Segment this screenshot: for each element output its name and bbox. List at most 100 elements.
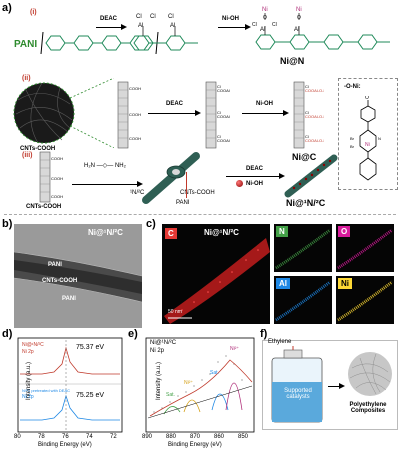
xps-al-peak-ni2: Ni²⁺ xyxy=(230,346,240,352)
svg-text:COOH: COOH xyxy=(51,176,63,181)
al-intermediate-structure: Cl Cl Al Cl Al xyxy=(133,14,198,51)
svg-text:Cl: Cl xyxy=(150,14,156,20)
tem-image xyxy=(14,224,142,328)
xps-al-tick-2: 870 xyxy=(190,434,201,440)
map-main-title: Ni@¹N/²C xyxy=(204,228,239,237)
outer-pani-label: PANI xyxy=(176,200,190,206)
xps-ni-tick-3: 74 xyxy=(86,434,93,440)
map-main-c xyxy=(162,224,270,324)
map-tag-o: O xyxy=(338,226,351,237)
inner-cnt-label: CNTs-COOH xyxy=(180,190,215,196)
arrow-iii-2 xyxy=(226,176,280,177)
arrow-f xyxy=(328,386,340,387)
svg-text:O: O xyxy=(263,15,267,21)
pani-coated-cnt xyxy=(142,152,200,204)
oni-legend-title: -O-Ni: xyxy=(344,84,361,90)
panel-b-label: b) xyxy=(2,218,13,230)
xps-al-tick-1: 880 xyxy=(166,434,177,440)
reagent-nioh-i: Ni-OH xyxy=(222,16,239,22)
panel-f-label: f) xyxy=(260,328,268,340)
map-tag-n: N xyxy=(276,226,288,237)
xps-al-xlabel: Binding Energy (eV) xyxy=(168,442,222,448)
pe-composite-label: Polyethylene Composites xyxy=(349,402,387,414)
pani-pointer xyxy=(186,172,187,198)
svg-text:COOAl: COOAl xyxy=(217,114,230,119)
arrow-ii-2-head xyxy=(283,110,289,116)
map-tag-c: C xyxy=(165,228,177,239)
product-ni-at-n: Ni@N xyxy=(280,56,305,66)
xps-al-peak-sat1: Sat. xyxy=(166,392,175,398)
map-tag-al: Al xyxy=(276,278,290,289)
svg-text:COOH: COOH xyxy=(51,156,63,161)
tem-title: Ni@¹N/²C xyxy=(88,228,123,237)
svg-text:COOAl: COOAl xyxy=(217,88,230,93)
xps-al-peak-ni1: Ni²⁺ xyxy=(184,380,194,386)
map-scale: 50 nm xyxy=(168,309,182,315)
oni-legend-box xyxy=(338,78,398,190)
svg-text:Ni: Ni xyxy=(365,142,370,148)
svg-text:Cl: Cl xyxy=(136,14,142,20)
svg-text:COOH: COOH xyxy=(129,112,141,117)
xps-ni-tick-4: 72 xyxy=(110,434,117,440)
cnt-zoom-guides xyxy=(70,78,114,148)
cnt-single-iii: COOH COOH COOH xyxy=(39,151,63,203)
ni-decorated-cnt xyxy=(284,154,338,198)
svg-text:COOH: COOH xyxy=(129,86,141,91)
arrow-iii-1 xyxy=(72,184,138,185)
tem-label-pani-top: PANI xyxy=(48,262,62,268)
svg-text:Al: Al xyxy=(294,27,299,33)
xps-al-chart: Intensity (a.u.) xyxy=(145,337,255,433)
scheme-divider xyxy=(4,214,396,215)
arrow-i-1 xyxy=(96,27,122,28)
svg-text:COOAl-O-Ni: COOAl-O-Ni xyxy=(305,88,324,93)
xps-ni-ylabel: Intensity (a.u.) xyxy=(26,362,32,400)
tem-label-cnt: CNTs-COOH xyxy=(42,278,78,284)
arrow-i-1-head xyxy=(121,24,127,30)
xps-ni-tick-1: 78 xyxy=(38,434,45,440)
svg-text:Al: Al xyxy=(260,27,265,33)
cnt-ni-ii: Cl COOAl-O-Ni Cl COOAl-O-Ni Cl COOAl-O-N… xyxy=(293,81,324,149)
product-ni-at-c: Ni@C xyxy=(292,152,317,162)
svg-text:Cl: Cl xyxy=(217,84,221,89)
pe-composite-image xyxy=(348,352,392,396)
ni-sphere-icon xyxy=(236,180,243,187)
xps-al-tick-4: 850 xyxy=(238,434,249,440)
row-ii-roman: (ii) xyxy=(22,75,31,82)
cnt-al-ii: Cl COOAl Cl COOAl Cl COOAl xyxy=(205,81,230,149)
product-ni-at-nc: Ni@¹N/²C xyxy=(286,198,326,208)
xps-al-peak-sat2: Sat. xyxy=(210,370,219,376)
xps-ni-tick-2: 76 xyxy=(62,434,69,440)
panel-a-label: a) xyxy=(2,2,12,14)
svg-text:Cl: Cl xyxy=(252,22,257,28)
cnts-label-ii: CNTs-COOH xyxy=(20,146,56,152)
panel-e-label: e) xyxy=(128,328,138,340)
catalyst-label: Supported catalysts xyxy=(284,388,312,400)
aniline-monomer: H₂N —◇— NH₂ xyxy=(84,163,126,169)
svg-text:Cl: Cl xyxy=(305,134,309,139)
pani-structure xyxy=(40,31,159,55)
arrow-iii-1-head xyxy=(137,181,143,187)
reagent-nioh-ii: Ni-OH xyxy=(256,101,273,107)
polymerization-frame xyxy=(262,340,398,430)
cnts-label-iii: CNTs-COOH xyxy=(26,204,62,210)
svg-text:Cl: Cl xyxy=(217,110,221,115)
ni-complex-structure: O Ni Br Br N xyxy=(350,96,381,181)
svg-text:Al: Al xyxy=(170,23,175,29)
svg-text:Cl: Cl xyxy=(168,14,174,20)
panel-c-label: c) xyxy=(146,218,156,230)
svg-text:COOH: COOH xyxy=(51,194,63,199)
reagent-deac-ii: DEAC xyxy=(166,101,184,107)
xps-al-ylabel: Intensity (a.u.) xyxy=(156,362,162,400)
svg-text:Br: Br xyxy=(350,136,355,141)
arrow-i-2 xyxy=(218,27,246,28)
svg-text:Ni: Ni xyxy=(296,7,302,13)
arrow-ii-2 xyxy=(242,113,284,114)
svg-text:Cl: Cl xyxy=(305,110,309,115)
row-i-roman: (i) xyxy=(30,9,37,16)
svg-text:COOH: COOH xyxy=(129,136,141,141)
arrow-iii-2-head xyxy=(279,173,285,179)
svg-text:COOAl-O-Ni: COOAl-O-Ni xyxy=(305,114,324,119)
svg-text:N: N xyxy=(378,136,381,141)
cnt-single-ii: COOH COOH COOH xyxy=(117,81,141,149)
svg-text:COOAl-O-Ni: COOAl-O-Ni xyxy=(305,138,324,143)
